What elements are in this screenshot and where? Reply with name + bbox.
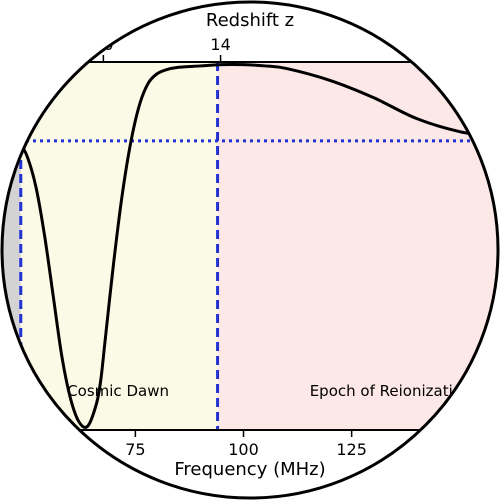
region-labels: Cosmic Dawn Epoch of Reionization [67, 382, 471, 400]
x-tick-label-4: 150 [444, 440, 475, 459]
region-2 [217, 62, 498, 430]
region-1 [20, 62, 218, 430]
region-label-0: Cosmic Dawn [67, 382, 169, 400]
x-axis-title: Frequency (MHz) [174, 459, 325, 480]
region-label-1: Epoch of Reionization [310, 382, 472, 400]
x-tick-label-3: 125 [336, 440, 367, 459]
plot-area: Cosmic Dawn Epoch of Reionization [2, 62, 498, 430]
series-line [2, 62, 498, 429]
x2-axis-title: Redshift z [206, 10, 294, 31]
x-tick-label-2: 100 [228, 440, 259, 459]
x2-tick-label-1: 14 [210, 35, 230, 54]
region-shading [2, 62, 498, 430]
plot-frame [2, 61, 498, 431]
x-tick-label-1: 75 [125, 440, 145, 459]
x-tick-label-0: 50 [17, 440, 37, 459]
